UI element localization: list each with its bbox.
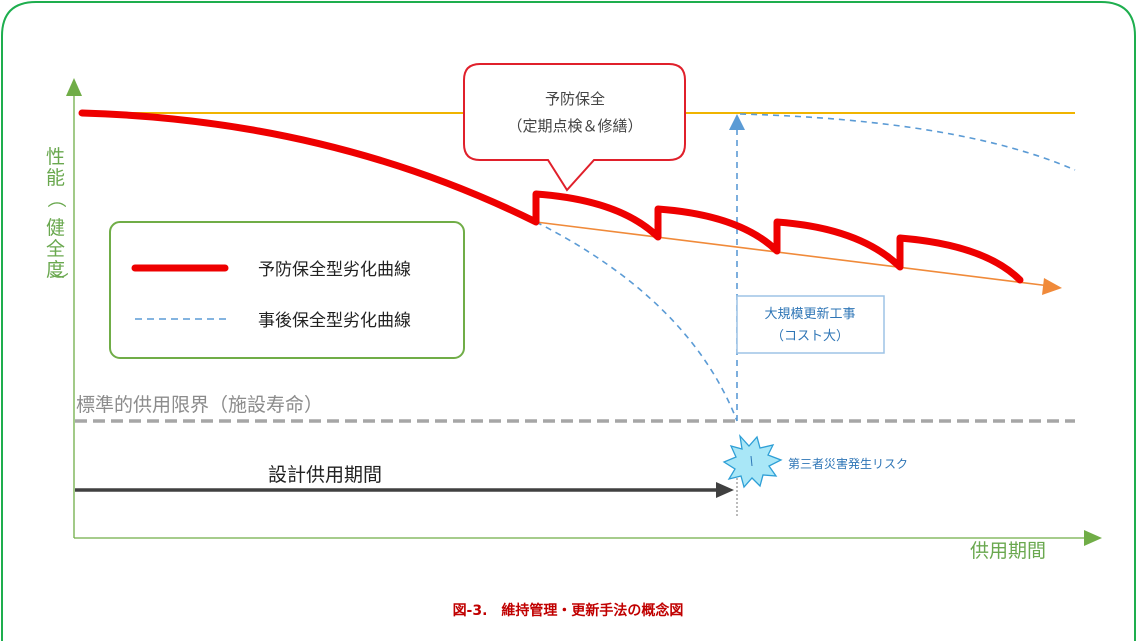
design-period-label: 設計供用期間 [268, 464, 382, 486]
corrective-curve-after-renewal [739, 113, 1076, 171]
risk-burst-mark [750, 455, 753, 467]
y-label-char: 全 [46, 238, 65, 260]
legend-box [109, 221, 465, 359]
preventive-callout-bubble [463, 63, 686, 192]
renewal-line-1: 大規模更新工事 [764, 306, 855, 322]
y-label-char: 健 [46, 217, 65, 239]
y-label-char: 度 [46, 259, 65, 281]
legend-preventive-label: 予防保全型劣化曲線 [258, 260, 411, 280]
callout-line-1: 予防保全 [545, 90, 605, 108]
trend-arrow [535, 221, 1051, 287]
x-axis-arrowhead [1084, 530, 1102, 546]
risk-label: 第三者災害発生リスク [788, 456, 908, 471]
trend-arrowhead [1042, 278, 1062, 295]
y-axis-arrowhead [66, 78, 82, 96]
renewal-line-2: （コスト大） [771, 329, 849, 344]
callout-line-2: （定期点検＆修繕） [507, 117, 642, 135]
design-period-arrowhead [716, 482, 734, 498]
preventive-curve [78, 109, 1024, 284]
x-axis-label: 供用期間 [970, 540, 1046, 562]
y-axis-label: 性 能 （ 健 全 度 ） [45, 146, 69, 291]
y-label-char: ） [47, 272, 69, 291]
renewal-box [736, 295, 885, 354]
corrective-curve [535, 221, 738, 422]
legend-corrective-label: 事後保全型劣化曲線 [258, 311, 411, 331]
y-label-char: 能 [46, 167, 65, 189]
service-limit-label: 標準的供用限界（施設寿命） [76, 394, 323, 416]
figure-caption: 図-3. 維持管理・更新手法の概念図 [453, 602, 684, 619]
risk-burst-icon [722, 433, 783, 489]
renewal-arrowhead [729, 114, 745, 130]
y-label-char: 性 [46, 146, 65, 168]
y-label-char: （ [45, 189, 67, 208]
